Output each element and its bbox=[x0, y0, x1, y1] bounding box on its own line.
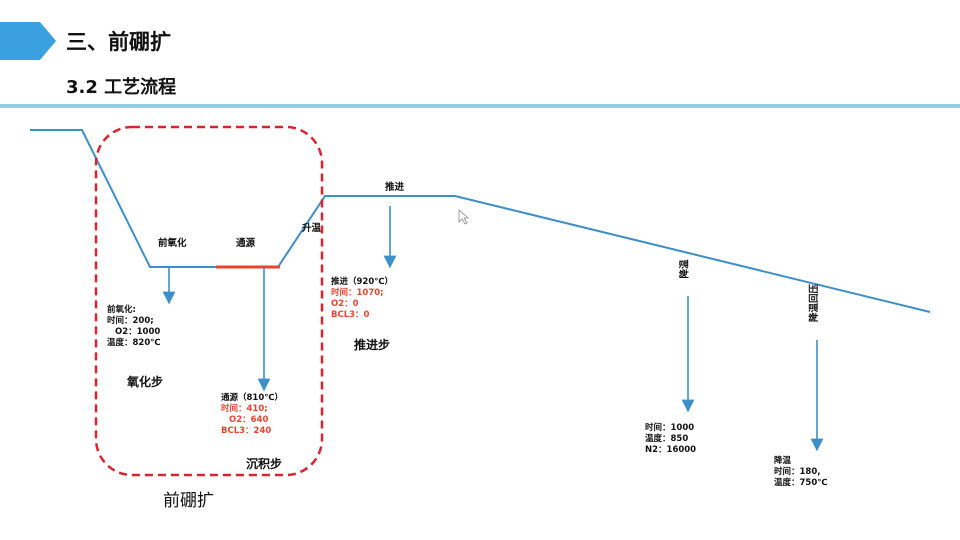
region-caption: 前硼扩 bbox=[163, 491, 214, 511]
info-cool-return: 降温 时间：180, 温度：750℃ bbox=[774, 456, 828, 489]
info-line: BCL3：0 bbox=[331, 310, 370, 320]
info-line: 降温 bbox=[774, 456, 792, 466]
pre-boron-region-box bbox=[94, 125, 324, 477]
stage-label-cool-down: 降温 bbox=[679, 259, 691, 279]
info-line: 时间：1070; bbox=[331, 288, 384, 298]
info-line: 时间：410; bbox=[221, 404, 268, 414]
info-source: 通源（810℃） 时间：410; O2：640 BCL3：240 bbox=[221, 393, 283, 437]
info-line: 推进（920℃） bbox=[331, 277, 394, 287]
info-line: 温度：820℃ bbox=[107, 338, 161, 348]
temperature-profile-line bbox=[30, 129, 931, 313]
info-line: 前氧化: bbox=[107, 305, 136, 315]
info-line: 温度：850 bbox=[645, 434, 689, 444]
cursor-icon bbox=[458, 209, 470, 225]
header-divider bbox=[0, 104, 960, 108]
step-label-deposition: 沉积步 bbox=[246, 457, 283, 471]
info-line: 时间：200; bbox=[107, 316, 154, 326]
info-line: 通源（810℃） bbox=[221, 393, 284, 403]
stage-label-pre-oxidation: 前氧化 bbox=[158, 238, 187, 249]
info-line: 温度：750℃ bbox=[774, 478, 828, 488]
step-label-oxidation: 氧化步 bbox=[127, 375, 164, 389]
info-cool-down: 时间：1000 温度：850 N2：16000 bbox=[645, 423, 696, 456]
info-line: N2：16000 bbox=[645, 445, 697, 455]
info-line: 时间：180, bbox=[774, 467, 821, 477]
page-subtitle: 3.2 工艺流程 bbox=[66, 77, 177, 98]
stage-label-cool-return: 降温回压 bbox=[809, 283, 821, 323]
info-line: BCL3：240 bbox=[221, 426, 272, 436]
header-arrow-icon bbox=[0, 22, 56, 60]
info-line: 时间：1000 bbox=[645, 423, 695, 433]
info-line: O2：0 bbox=[331, 299, 359, 309]
info-pre-oxidation: 前氧化: 时间：200; O2：1000 温度：820℃ bbox=[107, 305, 161, 349]
info-line: O2：1000 bbox=[115, 327, 161, 337]
page-title: 三、前硼扩 bbox=[66, 30, 171, 54]
stage-label-source: 通源 bbox=[236, 238, 256, 249]
info-line: O2：640 bbox=[229, 415, 269, 425]
stage-label-ramp-up: 升温 bbox=[302, 223, 322, 234]
info-drive-in: 推进（920℃） 时间：1070; O2：0 BCL3：0 bbox=[331, 277, 393, 321]
stage-label-drive-in: 推进 bbox=[385, 182, 405, 193]
step-label-drive-in: 推进步 bbox=[354, 338, 391, 352]
